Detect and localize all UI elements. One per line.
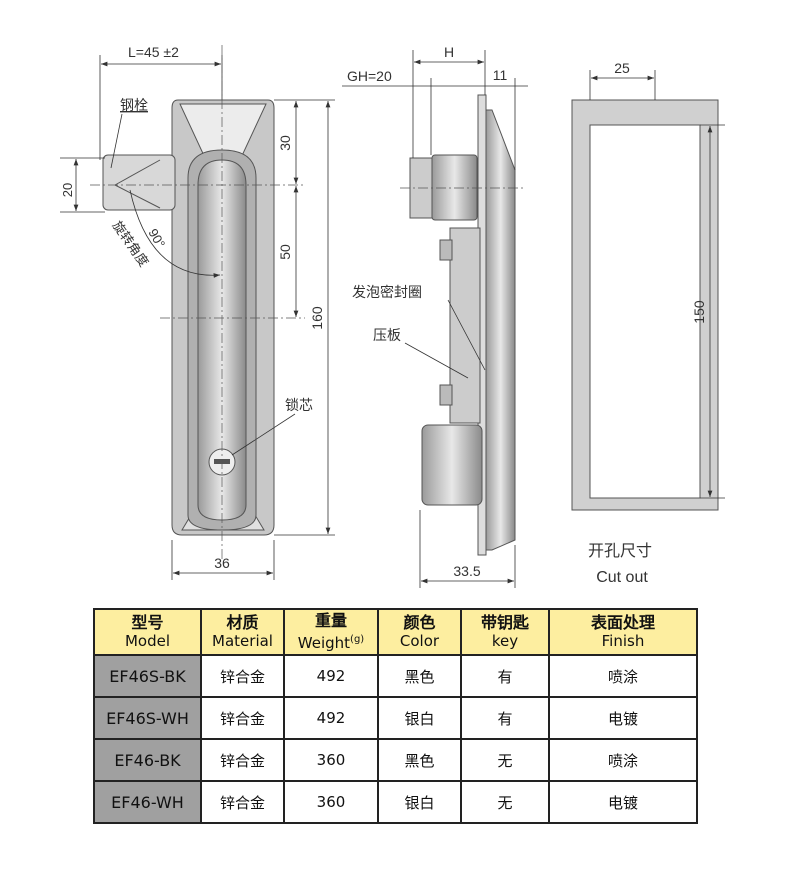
- cell-material: 锌合金: [200, 738, 285, 782]
- cutout-height-dim: 150: [691, 300, 707, 324]
- weight-unit: (g): [350, 634, 365, 645]
- header-en: Weight: [297, 634, 351, 652]
- cell-weight: 360: [283, 780, 379, 824]
- cell-key: 无: [460, 780, 550, 824]
- side-view: H GH=20 11 发泡密封圈 压板 33.5: [342, 44, 528, 588]
- dim-top: 30: [277, 135, 293, 151]
- cutout-width-dim: 25: [614, 60, 630, 76]
- dim-width: 36: [214, 555, 230, 571]
- cell-finish: 喷涂: [548, 654, 698, 698]
- header-en: Material: [212, 632, 273, 650]
- cell-color: 黑色: [377, 738, 462, 782]
- cell-model: EF46S-WH: [93, 696, 202, 740]
- cutout-title-cn: 开孔尺寸: [588, 541, 652, 560]
- lock-core-label: 锁芯: [285, 398, 313, 414]
- rotation-angle-label: 90°: [145, 226, 168, 251]
- header-cn: 颜色: [403, 613, 436, 632]
- cell-finish: 喷涂: [548, 738, 698, 782]
- dim-depth: 33.5: [453, 563, 480, 579]
- technical-drawing: L=45 ±2 20 钢栓 90° 旋转角度 30 50 160 36 锁芯: [60, 44, 725, 588]
- pressure-plate-label: 压板: [373, 328, 401, 344]
- header-weight: 重量 Weight(g): [283, 608, 379, 656]
- cell-finish: 电镀: [548, 780, 698, 824]
- steel-bolt: [102, 154, 176, 211]
- cell-color: 黑色: [377, 654, 462, 698]
- cell-key: 有: [460, 696, 550, 740]
- length-dim-label: L=45 ±2: [128, 44, 179, 60]
- cell-material: 锌合金: [200, 780, 285, 824]
- cell-weight: 360: [283, 738, 379, 782]
- dim-11-label: 11: [493, 67, 508, 83]
- cell-key: 无: [460, 738, 550, 782]
- header-cn: 材质: [226, 613, 259, 632]
- cell-color: 银白: [377, 696, 462, 740]
- cell-model: EF46-WH: [93, 780, 202, 824]
- rotation-label: 旋转角度: [109, 218, 152, 270]
- cell-color: 银白: [377, 780, 462, 824]
- header-en: Color: [399, 632, 440, 650]
- cell-key: 有: [460, 654, 550, 698]
- cell-weight: 492: [283, 696, 379, 740]
- cell-finish: 电镀: [548, 696, 698, 740]
- cutout-view: 25 150 开孔尺寸 Cut out: [571, 60, 725, 586]
- cell-model: EF46-BK: [93, 738, 202, 782]
- header-cn: 表面处理: [590, 613, 655, 632]
- header-cn: 型号: [131, 613, 164, 632]
- bolt-label: 钢栓: [120, 98, 148, 114]
- bolt-height-dim: 20: [60, 183, 75, 197]
- gh-dim-label: GH=20: [347, 68, 392, 84]
- header-cn: 带钥匙: [480, 613, 529, 632]
- header-cn: 重量: [314, 611, 347, 630]
- foam-seal-label: 发泡密封圈: [352, 284, 422, 301]
- cell-weight: 492: [283, 654, 379, 698]
- front-view: L=45 ±2 20 钢栓 90° 旋转角度 30 50 160 36 锁芯: [60, 44, 335, 580]
- header-en: Model: [124, 632, 171, 650]
- cutout-title-en: Cut out: [596, 569, 648, 586]
- dim-total: 160: [309, 306, 325, 330]
- cell-material: 锌合金: [200, 654, 285, 698]
- cell-model: EF46S-BK: [93, 654, 202, 698]
- cell-material: 锌合金: [200, 696, 285, 740]
- header-en: Finish: [601, 632, 645, 650]
- h-dim-label: H: [444, 44, 454, 60]
- header-en: key: [491, 632, 519, 650]
- dim-mid: 50: [277, 244, 293, 260]
